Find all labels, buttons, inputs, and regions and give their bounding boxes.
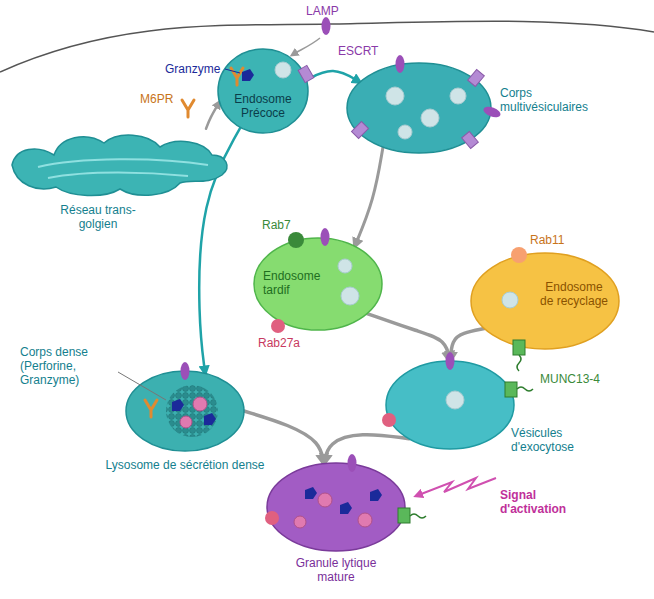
organelle-membrane [126, 371, 244, 451]
munc13-4-tail [517, 355, 521, 371]
organelle-label: Réseau trans-golgien [48, 203, 148, 231]
dense-core [166, 385, 218, 437]
organelle-membrane [254, 238, 382, 330]
organelle-membrane [218, 49, 308, 133]
transport-arrow [355, 147, 383, 246]
organelle-caption: Lysosome de sécrétion dense [105, 458, 265, 472]
m6pr-receptor [145, 400, 157, 417]
organelle-label: Endosome tardif [263, 269, 335, 297]
munc13-4-protein [505, 382, 517, 397]
organelle-membrane [267, 463, 405, 551]
transport-arrow [324, 435, 409, 464]
granzyme-protein [172, 399, 184, 411]
rab27a-protein [265, 511, 279, 525]
protein-name: MUNC13-4 [540, 372, 606, 386]
organelle-membrane [471, 253, 619, 349]
lamp-protein [348, 454, 357, 472]
rab27a-protein [382, 413, 396, 427]
lamp-protein [396, 55, 405, 73]
protein-name: LAMP [306, 4, 346, 18]
organelle-outline [217, 48, 309, 134]
transport-arrow [244, 411, 324, 464]
leader-line [118, 372, 166, 400]
lamp-protein [321, 228, 330, 246]
rab11-protein [511, 247, 527, 263]
protein-name: Rab7 [262, 218, 296, 232]
vesicle [341, 287, 359, 305]
munc13-4-tail [517, 387, 533, 391]
golgi-cisterna [48, 173, 188, 179]
vesicle [338, 259, 352, 273]
granzyme-protein [305, 487, 317, 499]
lamp-protein [482, 105, 502, 120]
protein-name: M6PR [140, 92, 182, 106]
transport-arrow [450, 329, 484, 361]
vesicle [450, 88, 466, 104]
organelle-outline [266, 462, 406, 552]
vesicle [386, 87, 404, 105]
protein-name: Rab11 [530, 233, 570, 247]
perforin [180, 416, 192, 428]
perforin [193, 397, 207, 411]
vesicle [446, 391, 464, 409]
vesicle [275, 62, 291, 78]
organelle-label: Vésicules d'exocytose [511, 426, 603, 454]
munc13-4-protein [398, 508, 410, 523]
organelle-label: Corps dense (Perforine, Granzyme) [20, 345, 115, 387]
vesicle [398, 125, 412, 139]
escrt-complex [352, 122, 369, 139]
early-endosome: Endosome Précoce [217, 48, 309, 134]
golgi-cisterna [38, 159, 208, 167]
escrt-complex [298, 65, 314, 82]
leader-line [225, 69, 240, 73]
protein-name: Rab27a [258, 336, 304, 350]
rab27a-protein [271, 319, 285, 333]
transport-arrow [306, 71, 360, 82]
golgi-outline [8, 125, 233, 200]
perforin [294, 516, 306, 528]
activation-signal [416, 478, 496, 496]
granzyme-protein [340, 502, 352, 514]
escrt-complex [468, 69, 485, 86]
vesicle [421, 109, 439, 127]
signal-label: Signal d'activation [500, 488, 592, 516]
lamp-protein [446, 352, 455, 370]
organelle-label: Endosome de recyclage [538, 280, 610, 308]
organelle-label: Endosome Précoce [229, 92, 297, 120]
lamp-arrow [292, 38, 320, 55]
granzyme-protein [204, 413, 216, 425]
lamp-protein [181, 362, 190, 380]
munc13-4-tail [410, 514, 426, 518]
perforin [318, 493, 332, 507]
m6pr-receptor [182, 100, 194, 117]
munc13-4-protein [513, 340, 525, 355]
organelle-label: Granule lytique mature [276, 556, 396, 584]
transport-arrow [367, 314, 450, 361]
organelle-label: Corps multivésiculaires [500, 86, 610, 114]
rab7-protein [288, 232, 304, 248]
vesicle [502, 292, 518, 308]
granzyme-protein [242, 69, 254, 81]
organelle-membrane [386, 361, 514, 449]
late-endosome: Endosome tardif [253, 237, 383, 331]
golgi-body [12, 135, 227, 195]
granzyme-protein [370, 489, 382, 501]
golgi-network: Réseau trans-golgien [8, 125, 233, 200]
m6pr-receptor [231, 68, 243, 85]
transport-arrow [206, 102, 220, 129]
perforin [358, 513, 372, 527]
escrt-complex [462, 131, 479, 148]
lamp-protein [322, 17, 331, 35]
recycling-endosome: Endosome de recyclage [470, 252, 620, 350]
mature-lytic-granule: Granule lytique mature [266, 462, 406, 552]
organelle-membrane [347, 63, 491, 153]
protein-name: Granzyme [165, 62, 225, 76]
protein-name: ESCRT [338, 44, 382, 58]
